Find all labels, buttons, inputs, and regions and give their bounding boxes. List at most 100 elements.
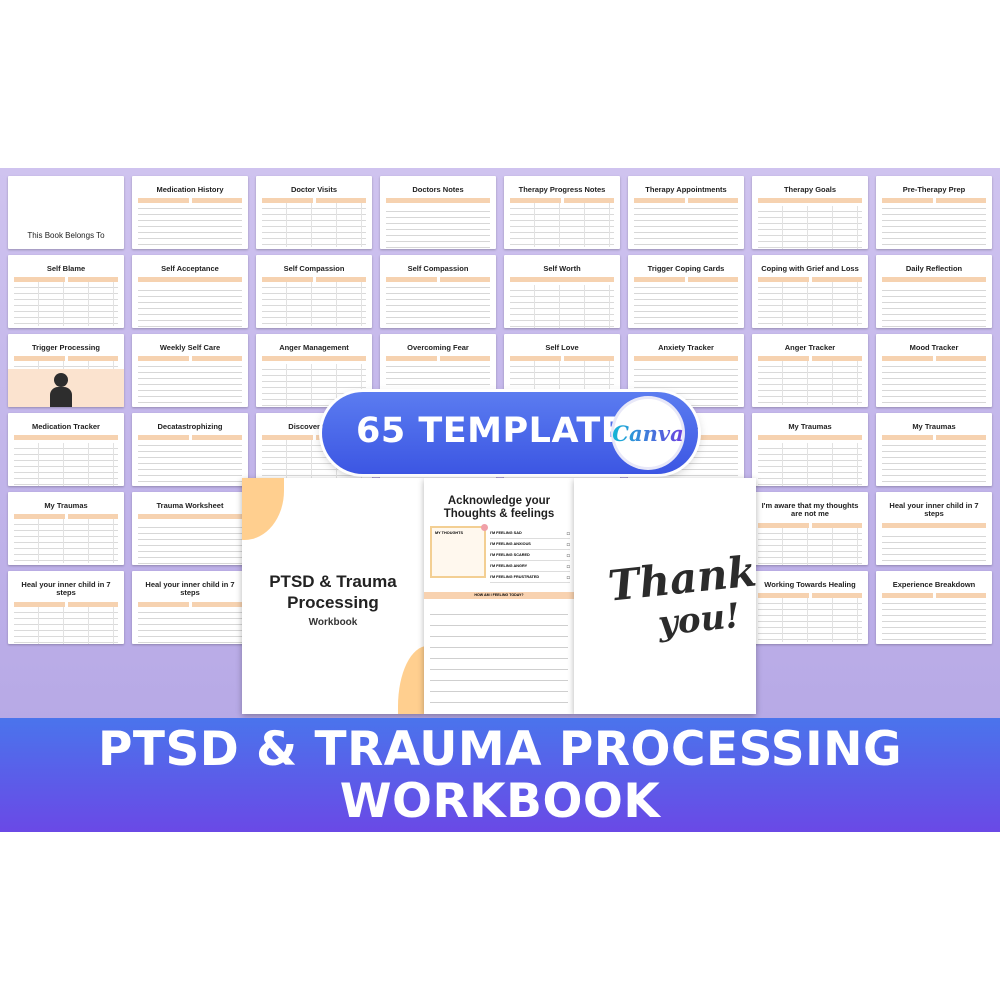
thumbnail-title: I'm aware that my thoughts are not me xyxy=(761,501,859,519)
template-thumbnail: Daily Reflection xyxy=(876,255,992,328)
thumbnail-title: Coping with Grief and Loss xyxy=(761,264,859,273)
feeling-row: I'M FEELING FRUSTRATED☐ xyxy=(490,572,570,583)
thumbnail-header xyxy=(262,277,366,283)
thumbnail-header xyxy=(262,356,366,362)
thumbnail-header xyxy=(758,277,862,283)
thumbnail-header xyxy=(14,601,118,607)
template-thumbnail: Working Towards Healing xyxy=(752,571,868,644)
thumbnail-lines xyxy=(262,282,366,327)
thumbnail-header xyxy=(14,277,118,283)
thoughts-box: MY THOUGHTS xyxy=(430,524,488,578)
template-thumbnail: Experience Breakdown xyxy=(876,571,992,644)
template-thumbnail: Therapy Progress Notes xyxy=(504,176,620,249)
thumbnail-title: Anger Management xyxy=(279,343,349,352)
template-thumbnail: Self Acceptance xyxy=(132,255,248,328)
cover-title: PTSD & Trauma Processing xyxy=(269,572,397,612)
thumbnail-title: Decatastrophizing xyxy=(157,422,223,431)
thumbnail-lines xyxy=(758,282,862,327)
template-thumbnail: Trigger Processing xyxy=(8,334,124,407)
thumbnail-lines xyxy=(14,519,118,564)
thumbnail-lines xyxy=(758,443,862,486)
acknowledge-title: Acknowledge your Thoughts & feelings xyxy=(443,495,555,520)
template-thumbnail: Anger Tracker xyxy=(752,334,868,407)
thumbnail-title: Heal your inner child in 7 steps xyxy=(889,501,979,519)
thumbnail-title: Weekly Self Care xyxy=(159,343,221,352)
cover-subtitle: Workbook xyxy=(308,617,358,628)
template-thumbnail: Therapy Goals xyxy=(752,176,868,249)
thank-you-page: Thank you! xyxy=(574,478,756,714)
thumbnail-header xyxy=(138,277,242,283)
thumbnail-header xyxy=(634,198,738,204)
template-thumbnail: Self Compassion xyxy=(380,255,496,328)
thumbnail-header xyxy=(262,198,366,204)
thumbnail-header xyxy=(138,356,242,362)
thumbnail-header xyxy=(138,601,242,607)
product-title-line-1: PTSD & TRAUMA PROCESSING xyxy=(97,722,903,777)
thumbnail-header xyxy=(14,435,118,441)
thumbnail-header xyxy=(758,522,862,528)
feeling-label: I'M FEELING ANGRY xyxy=(490,564,528,568)
thumbnail-lines xyxy=(14,282,118,327)
thumbnail-lines xyxy=(882,203,986,248)
banner-text: 65 TEMPLATE xyxy=(356,411,626,451)
feeling-row: I'M FEELING ANXIOUS☐ xyxy=(490,539,570,550)
thumbnail-lines xyxy=(14,443,118,486)
thumbnail-header xyxy=(882,356,986,362)
thumbnail-title: Anger Tracker xyxy=(784,343,836,352)
checkbox-icon: ☐ xyxy=(566,554,570,558)
thumbnail-title: Heal your inner child in 7 steps xyxy=(21,580,111,598)
template-thumbnail: Pre-Therapy Prep xyxy=(876,176,992,249)
thumbnail-header xyxy=(386,198,490,204)
checkbox-icon: ☐ xyxy=(566,576,570,580)
thumbnail-header xyxy=(634,277,738,283)
thumbnail-lines xyxy=(882,361,986,406)
thank-you-line-2: you! xyxy=(656,595,742,645)
thumbnail-header xyxy=(386,277,490,283)
thumbnail-title: Working Towards Healing xyxy=(764,580,856,589)
feeling-label: I'M FEELING ANXIOUS xyxy=(490,542,531,546)
template-thumbnail: Weekly Self Care xyxy=(132,334,248,407)
checkbox-icon: ☐ xyxy=(566,532,570,536)
template-thumbnail: Trauma Worksheet xyxy=(132,492,248,565)
thumbnail-title: Self Acceptance xyxy=(161,264,219,273)
template-thumbnail: Medication Tracker xyxy=(8,413,124,486)
template-thumbnail: Doctors Notes xyxy=(380,176,496,249)
thumbnail-title: Discover My A xyxy=(288,422,340,431)
thumbnail-title: Self Worth xyxy=(543,264,581,273)
thumbnail-header xyxy=(386,356,490,362)
template-thumbnail: My Traumas xyxy=(8,492,124,565)
template-thumbnail: My Traumas xyxy=(876,413,992,486)
thumbnail-title: Anxiety Tracker xyxy=(658,343,714,352)
template-thumbnail: Therapy Appointments xyxy=(628,176,744,249)
checkbox-icon: ☐ xyxy=(566,565,570,569)
thumbnail-header xyxy=(882,593,986,599)
thumbnail-lines xyxy=(882,285,986,328)
thumbnail-lines xyxy=(758,206,862,249)
template-count-banner: 65 TEMPLATE Canva xyxy=(322,392,698,474)
feeling-label: I'M FEELING SCARED xyxy=(490,553,530,557)
thumbnail-title: Trigger Coping Cards xyxy=(647,264,725,273)
thumbnail-title: Therapy Goals xyxy=(783,185,837,194)
feeling-row: I'M FEELING ANGRY ☐ xyxy=(490,561,570,572)
thumbnail-header xyxy=(14,356,118,362)
thumbnail-header xyxy=(510,198,614,204)
thumbnail-header xyxy=(138,514,242,520)
product-title-band: PTSD & TRAUMA PROCESSING WORKBOOK xyxy=(0,718,1000,832)
template-thumbnail: Coping with Grief and Loss xyxy=(752,255,868,328)
thumbnail-title: Medication Tracker xyxy=(32,422,100,431)
cover-page: PTSD & Trauma Processing Workbook xyxy=(242,478,424,714)
template-thumbnail: My Traumas xyxy=(752,413,868,486)
thumbnail-title: Doctor Visits xyxy=(290,185,338,194)
thumbnail-title: Therapy Progress Notes xyxy=(518,185,606,194)
thumbnail-lines xyxy=(510,285,614,328)
thumbnail-header xyxy=(634,356,738,362)
writing-lines xyxy=(430,604,568,708)
thumbnail-lines xyxy=(882,598,986,643)
template-thumbnail: Trigger Coping Cards xyxy=(628,255,744,328)
template-thumbnail: I'm aware that my thoughts are not me xyxy=(752,492,868,565)
thumbnail-title: Doctors Notes xyxy=(412,185,464,194)
thumbnail-lines xyxy=(758,527,862,565)
template-thumbnail: Mood Tracker xyxy=(876,334,992,407)
feelings-list: I'M FEELING SAD☐I'M FEELING ANXIOUS☐I'M … xyxy=(490,528,570,583)
template-thumbnail: Medication History xyxy=(132,176,248,249)
